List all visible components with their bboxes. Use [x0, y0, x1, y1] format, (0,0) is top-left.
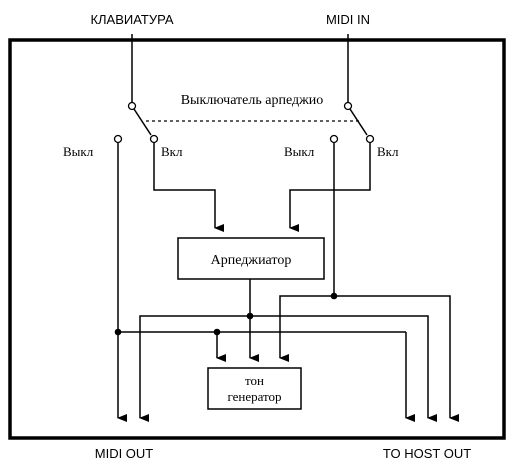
- left-switch-blade: [133, 108, 152, 136]
- right-switch-on-terminal: [365, 134, 375, 144]
- left-switch-common-terminal: [127, 101, 137, 111]
- arpeggiator-block: [177, 237, 325, 280]
- keyboard-on-to-arpeggiator: [153, 143, 224, 232]
- device-frame: [8, 38, 506, 440]
- tone-generator-label-line1: тон: [245, 373, 264, 388]
- tone-generator-label-line2: генератор: [227, 389, 281, 404]
- to-host-out-label: TO HOST OUT: [383, 446, 471, 461]
- left-on-label: Вкл: [161, 144, 183, 159]
- arpeggiator-label: Арпеджиатор: [211, 253, 292, 268]
- arpeggiator-to-midi-out: [139, 315, 250, 422]
- tone-generator-block: [207, 367, 302, 410]
- right-switch-blade: [349, 108, 368, 136]
- midi-out-label: MIDI OUT: [95, 446, 154, 461]
- midi-in-label: MIDI IN: [326, 12, 370, 27]
- arpeggiator-to-host-out: [250, 315, 437, 422]
- midi-off-to-tone-generator: [279, 295, 334, 362]
- right-switch-common-terminal: [343, 101, 353, 111]
- right-switch-off-terminal: [329, 134, 339, 144]
- midi-off-to-host-out: [334, 295, 459, 422]
- left-switch-on-terminal: [149, 134, 159, 144]
- midi-on-to-arpeggiator: [289, 143, 371, 232]
- left-off-label: Выкл: [63, 144, 94, 159]
- right-on-label: Вкл: [377, 144, 399, 159]
- keyboard-label: КЛАВИАТУРА: [90, 12, 173, 27]
- left-switch-off-terminal: [113, 134, 123, 144]
- right-off-label: Выкл: [284, 144, 315, 159]
- arp-switch-label: Выключатель арпеджио: [181, 93, 324, 108]
